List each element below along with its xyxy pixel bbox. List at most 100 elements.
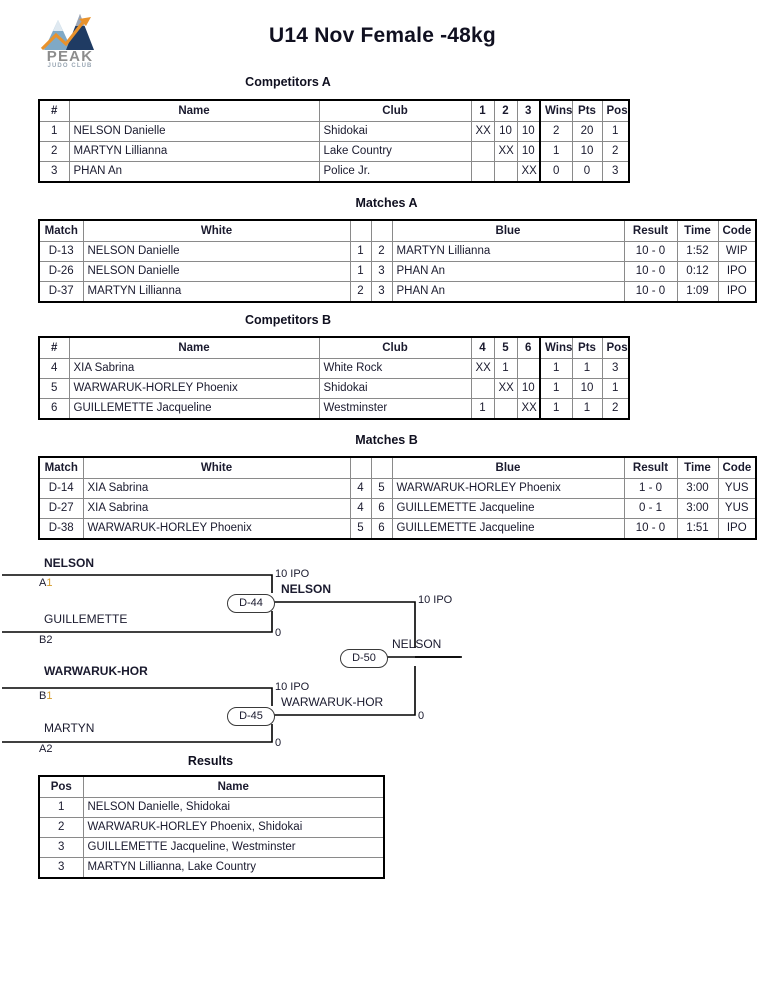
bracket-semifinal-score-0: 10 IPO [418,594,453,606]
cell-blue-name: GUILLEMETTE Jacqueline [391,518,625,540]
cell-pos: 1 [601,378,630,399]
bracket-semifinal-winner-1: WARWARUK-HOR [281,695,384,709]
col-num: # [38,99,70,122]
col-white: White [82,456,351,479]
cell-white-name: XIA Sabrina [82,478,351,499]
cell-vs-1 [493,398,518,420]
cell-result: 0 - 1 [623,498,678,519]
col-blue: Blue [391,456,625,479]
cell-vs-2: 10 [516,378,541,399]
cell-white-seed: 1 [349,261,372,282]
cell-club: Westminster [318,398,472,420]
cell-name: PHAN An [68,161,320,183]
bracket-entry-score-0: 10 IPO [275,568,310,580]
cell-vs-2 [516,358,541,379]
cell-result: 10 - 0 [623,241,678,262]
bracket-entry-score-3: 0 [275,737,282,749]
cell-code: YUS [717,478,757,499]
cell-match-id: D-38 [38,518,84,540]
svg-text:JUDO CLUB: JUDO CLUB [48,63,93,68]
cell-wins: 1 [539,398,573,420]
table-header-row: # Name Club 1 2 3 Wins Pts Pos [38,99,630,122]
cell-wins: 0 [539,161,573,183]
cell-white-seed: 2 [349,281,372,303]
cell-blue-name: PHAN An [391,261,625,282]
cell-vs-1: 10 [493,121,518,142]
col-vs-3: 3 [516,99,541,122]
cell-vs-0: XX [470,121,495,142]
cell-vs-0 [470,161,495,183]
cell-time: 1:09 [676,281,719,303]
bracket-entry-seed-1: B2 [39,634,53,646]
cell-white-name: NELSON Danielle [82,261,351,282]
col-vs-4: 4 [470,336,495,359]
cell-time: 0:12 [676,261,719,282]
table-header-row: # Name Club 4 5 6 Wins Pts Pos [38,336,630,359]
cell-pos: 1 [601,121,630,142]
cell-num: 1 [38,121,70,142]
col-num: # [38,336,70,359]
col-pts: Pts [571,99,603,122]
cell-pos: 3 [38,857,84,879]
cell-pos: 3 [601,161,630,183]
col-blue: Blue [391,219,625,242]
cell-result: 1 - 0 [623,478,678,499]
cell-pts: 20 [571,121,603,142]
bracket-node-d50[interactable]: D-50 [340,649,388,668]
cell-pts: 1 [571,358,603,379]
bracket-final-winner: NELSON [392,637,442,651]
cell-club: Shidokai [318,378,472,399]
col-code: Code [717,219,757,242]
cell-vs-2: XX [516,398,541,420]
cell-match-id: D-27 [38,498,84,519]
col-club: Club [318,336,472,359]
cell-blue-name: PHAN An [391,281,625,303]
cell-blue-name: GUILLEMETTE Jacqueline [391,498,625,519]
cell-num: 4 [38,358,70,379]
cell-vs-1: XX [493,378,518,399]
caption-matches-a: Matches A [355,196,418,210]
cell-vs-0: 1 [470,398,495,420]
bracket-node-d44[interactable]: D-44 [227,594,275,613]
bracket-node-d45[interactable]: D-45 [227,707,275,726]
cell-result: 10 - 0 [623,261,678,282]
cell-code: IPO [717,261,757,282]
cell-blue-seed: 3 [370,281,393,303]
cell-white-seed: 1 [349,241,372,262]
cell-pts: 10 [571,141,603,162]
col-result: Result [623,456,678,479]
bracket-semifinal-winner-0: NELSON [281,582,332,596]
cell-blue-seed: 2 [370,241,393,262]
cell-blue-seed: 5 [370,478,393,499]
cell-vs-2: 10 [516,141,541,162]
bracket-entry-name-3: MARTYN [44,721,95,735]
col-vs-2: 2 [493,99,518,122]
cell-wins: 1 [539,378,573,399]
table-header-row: Pos Name [38,775,385,798]
col-pos: Pos [601,336,630,359]
bracket-semifinal-score-1: 0 [418,710,425,722]
bracket-entry-name-0: NELSON [44,556,95,570]
logo-artwork: PEAK JUDO CLUB [40,14,94,69]
cell-time: 3:00 [676,478,719,499]
caption-competitors-a: Competitors A [245,75,331,89]
cell-time: 1:51 [676,518,719,540]
cell-pos: 2 [38,817,84,838]
bracket-entry-seed-3: A2 [39,743,53,755]
col-match: Match [38,219,84,242]
col-blue-seed [370,219,393,242]
col-wins: Wins [539,99,573,122]
cell-name: XIA Sabrina [68,358,320,379]
cell-white-name: MARTYN Lillianna [82,281,351,303]
cell-wins: 1 [539,141,573,162]
cell-time: 1:52 [676,241,719,262]
cell-num: 6 [38,398,70,420]
cell-blue-name: MARTYN Lillianna [391,241,625,262]
